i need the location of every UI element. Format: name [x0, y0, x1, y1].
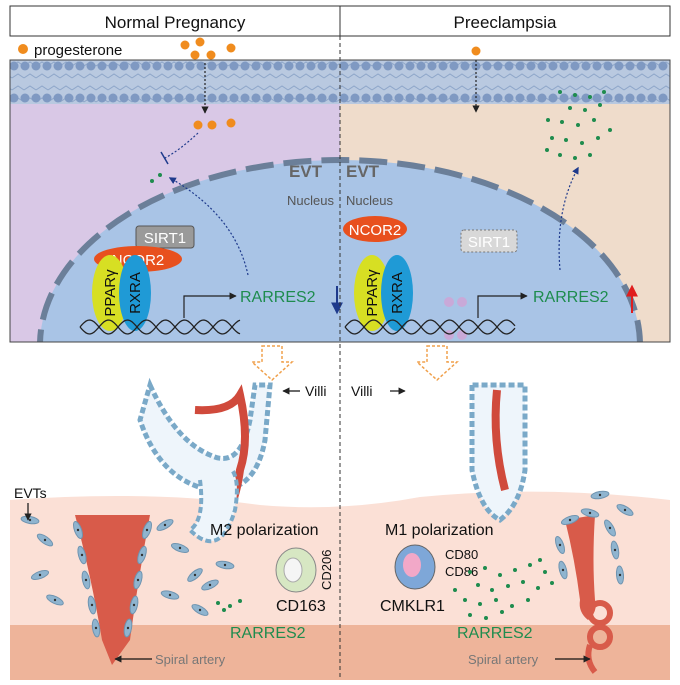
evts-left — [20, 515, 235, 638]
cd86-label: CD86 — [445, 564, 478, 579]
inhibit-bar — [160, 151, 169, 165]
title-preeclampsia: Preeclampsia — [454, 13, 558, 32]
progesterone-molecule-right — [471, 46, 481, 56]
transition-arrow-left — [250, 345, 294, 382]
secretion-arrow-right — [558, 166, 579, 271]
tss-arrow-right — [477, 292, 528, 318]
villus-left — [137, 377, 273, 493]
spiral-label-left: Spiral artery — [155, 652, 226, 667]
membrane-heads-top — [10, 61, 668, 71]
cmklr1-label: CMKLR1 — [380, 598, 445, 615]
sirt1-right — [460, 229, 518, 253]
nuclear-envelope — [37, 157, 643, 342]
progesterone-molecules-left — [180, 37, 236, 130]
villi-label-right: Villi — [351, 383, 373, 399]
m1-title: M1 polarization — [385, 522, 494, 539]
dna-strand-right — [344, 319, 516, 335]
m2-title: M2 polarization — [210, 522, 319, 539]
chemerin-dots-right-tissue — [453, 558, 554, 620]
rxra-left-label: RXRA — [127, 272, 144, 314]
ncor2-right — [343, 216, 407, 242]
spiral-artery-right — [565, 515, 596, 620]
spiral-coils — [587, 600, 613, 650]
membrane-heads-bottom — [10, 93, 668, 103]
evt-label-right: EVT — [346, 162, 380, 181]
nucleus-label-left: Nucleus — [287, 193, 334, 208]
nucleus-label-right: Nucleus — [346, 193, 393, 208]
cd206-label: CD206 — [319, 550, 334, 590]
sirt1-left-label: SIRT1 — [144, 230, 186, 247]
m2-nucleus — [283, 557, 303, 583]
spiral-label-right: Spiral artery — [468, 652, 539, 667]
ppar-left-label: PPARγ — [102, 269, 119, 317]
transition-arrow-right — [415, 345, 459, 382]
ppar-right-label: PPARγ — [364, 269, 381, 317]
chemerin-cloud-right — [545, 90, 612, 160]
evt-label-left: EVT — [289, 162, 323, 181]
secretion-arrow-left — [168, 177, 249, 276]
chemerin-dots-left-tissue — [216, 599, 242, 612]
villus-vessel-right — [491, 389, 509, 492]
tss-arrow-left — [183, 292, 237, 318]
rxra-right — [381, 255, 413, 331]
sirt1-left — [135, 225, 195, 249]
rarres2-gene-right: RARRES2 — [533, 289, 609, 306]
rarres2-tissue-left: RARRES2 — [230, 625, 306, 642]
ppar-right — [354, 255, 390, 331]
chemerin-dot-left — [158, 173, 162, 177]
cd80-label: CD80 — [445, 547, 478, 562]
m1-nucleus — [403, 553, 421, 577]
villus-left-tip — [186, 468, 239, 544]
dna-strand-right — [344, 319, 516, 335]
rarres2-tissue-right: RARRES2 — [457, 625, 533, 642]
cd163-label: CD163 — [276, 598, 326, 615]
evts-right — [554, 490, 634, 585]
rxra-right-label: RXRA — [389, 272, 406, 314]
rarres2-gene-left: RARRES2 — [240, 289, 316, 306]
progesterone-legend-label: progesterone — [34, 42, 122, 59]
chemerin-dot-left — [150, 179, 154, 183]
villi-label-left: Villi — [305, 383, 327, 399]
ncor2-right-label: NCOR2 — [349, 222, 402, 239]
rxra-left — [119, 255, 151, 331]
sirt1-right-label: SIRT1 — [468, 234, 510, 251]
title-normal-pregnancy: Normal Pregnancy — [105, 13, 246, 32]
dna-strand-left — [79, 319, 241, 335]
evts-label: EVTs — [14, 485, 47, 501]
progesterone-legend-dot — [18, 44, 28, 54]
ppar-left — [92, 255, 128, 331]
